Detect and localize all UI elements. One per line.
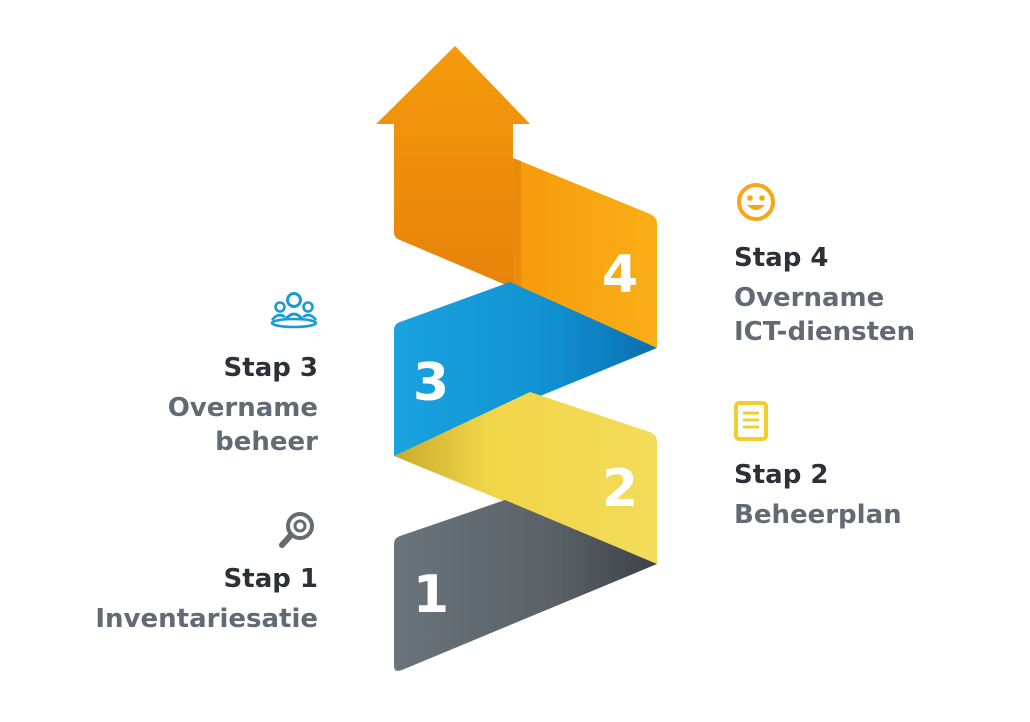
step-4-description: Overname ICT-diensten (734, 281, 1030, 349)
step-3-panel (394, 282, 657, 456)
step-4-fold-shadow (513, 158, 521, 295)
step-1-title: Stap 1 (223, 564, 318, 594)
step-2-title: Stap 2 (734, 460, 829, 490)
step-2-description: Beheerplan (734, 500, 902, 530)
document-icon (734, 401, 768, 441)
step-1-text: Stap 1 Inventariesatie (18, 564, 318, 636)
step-2-text: Stap 2 Beheerplan (734, 460, 1030, 532)
magnifier-icon (279, 512, 314, 548)
step-1-number: 1 (413, 565, 449, 625)
step-4-text: Stap 4 Overname ICT-diensten (734, 243, 1030, 349)
smiley-icon (737, 183, 775, 221)
step-2-panel (394, 392, 657, 564)
step-3-description-line-2: beheer (215, 427, 318, 457)
step-2-number: 2 (602, 459, 638, 519)
step-3-number: 3 (413, 353, 449, 413)
step-4-arrow (376, 46, 530, 288)
people-icon (270, 292, 318, 329)
step-4-number: 4 (602, 245, 638, 305)
step-4-title: Stap 4 (734, 243, 829, 273)
step-3-title: Stap 3 (223, 353, 318, 383)
step-4-description-line-1: Overname (734, 283, 885, 313)
step-1-description: Inventariesatie (95, 604, 318, 634)
step-3-description-line-1: Overname (167, 393, 318, 423)
step-3-text: Stap 3 Overname beheer (18, 353, 318, 459)
step-3-description: Overname beheer (18, 391, 318, 459)
step-4-description-line-2: ICT-diensten (734, 317, 916, 347)
step-1-panel (394, 500, 657, 671)
